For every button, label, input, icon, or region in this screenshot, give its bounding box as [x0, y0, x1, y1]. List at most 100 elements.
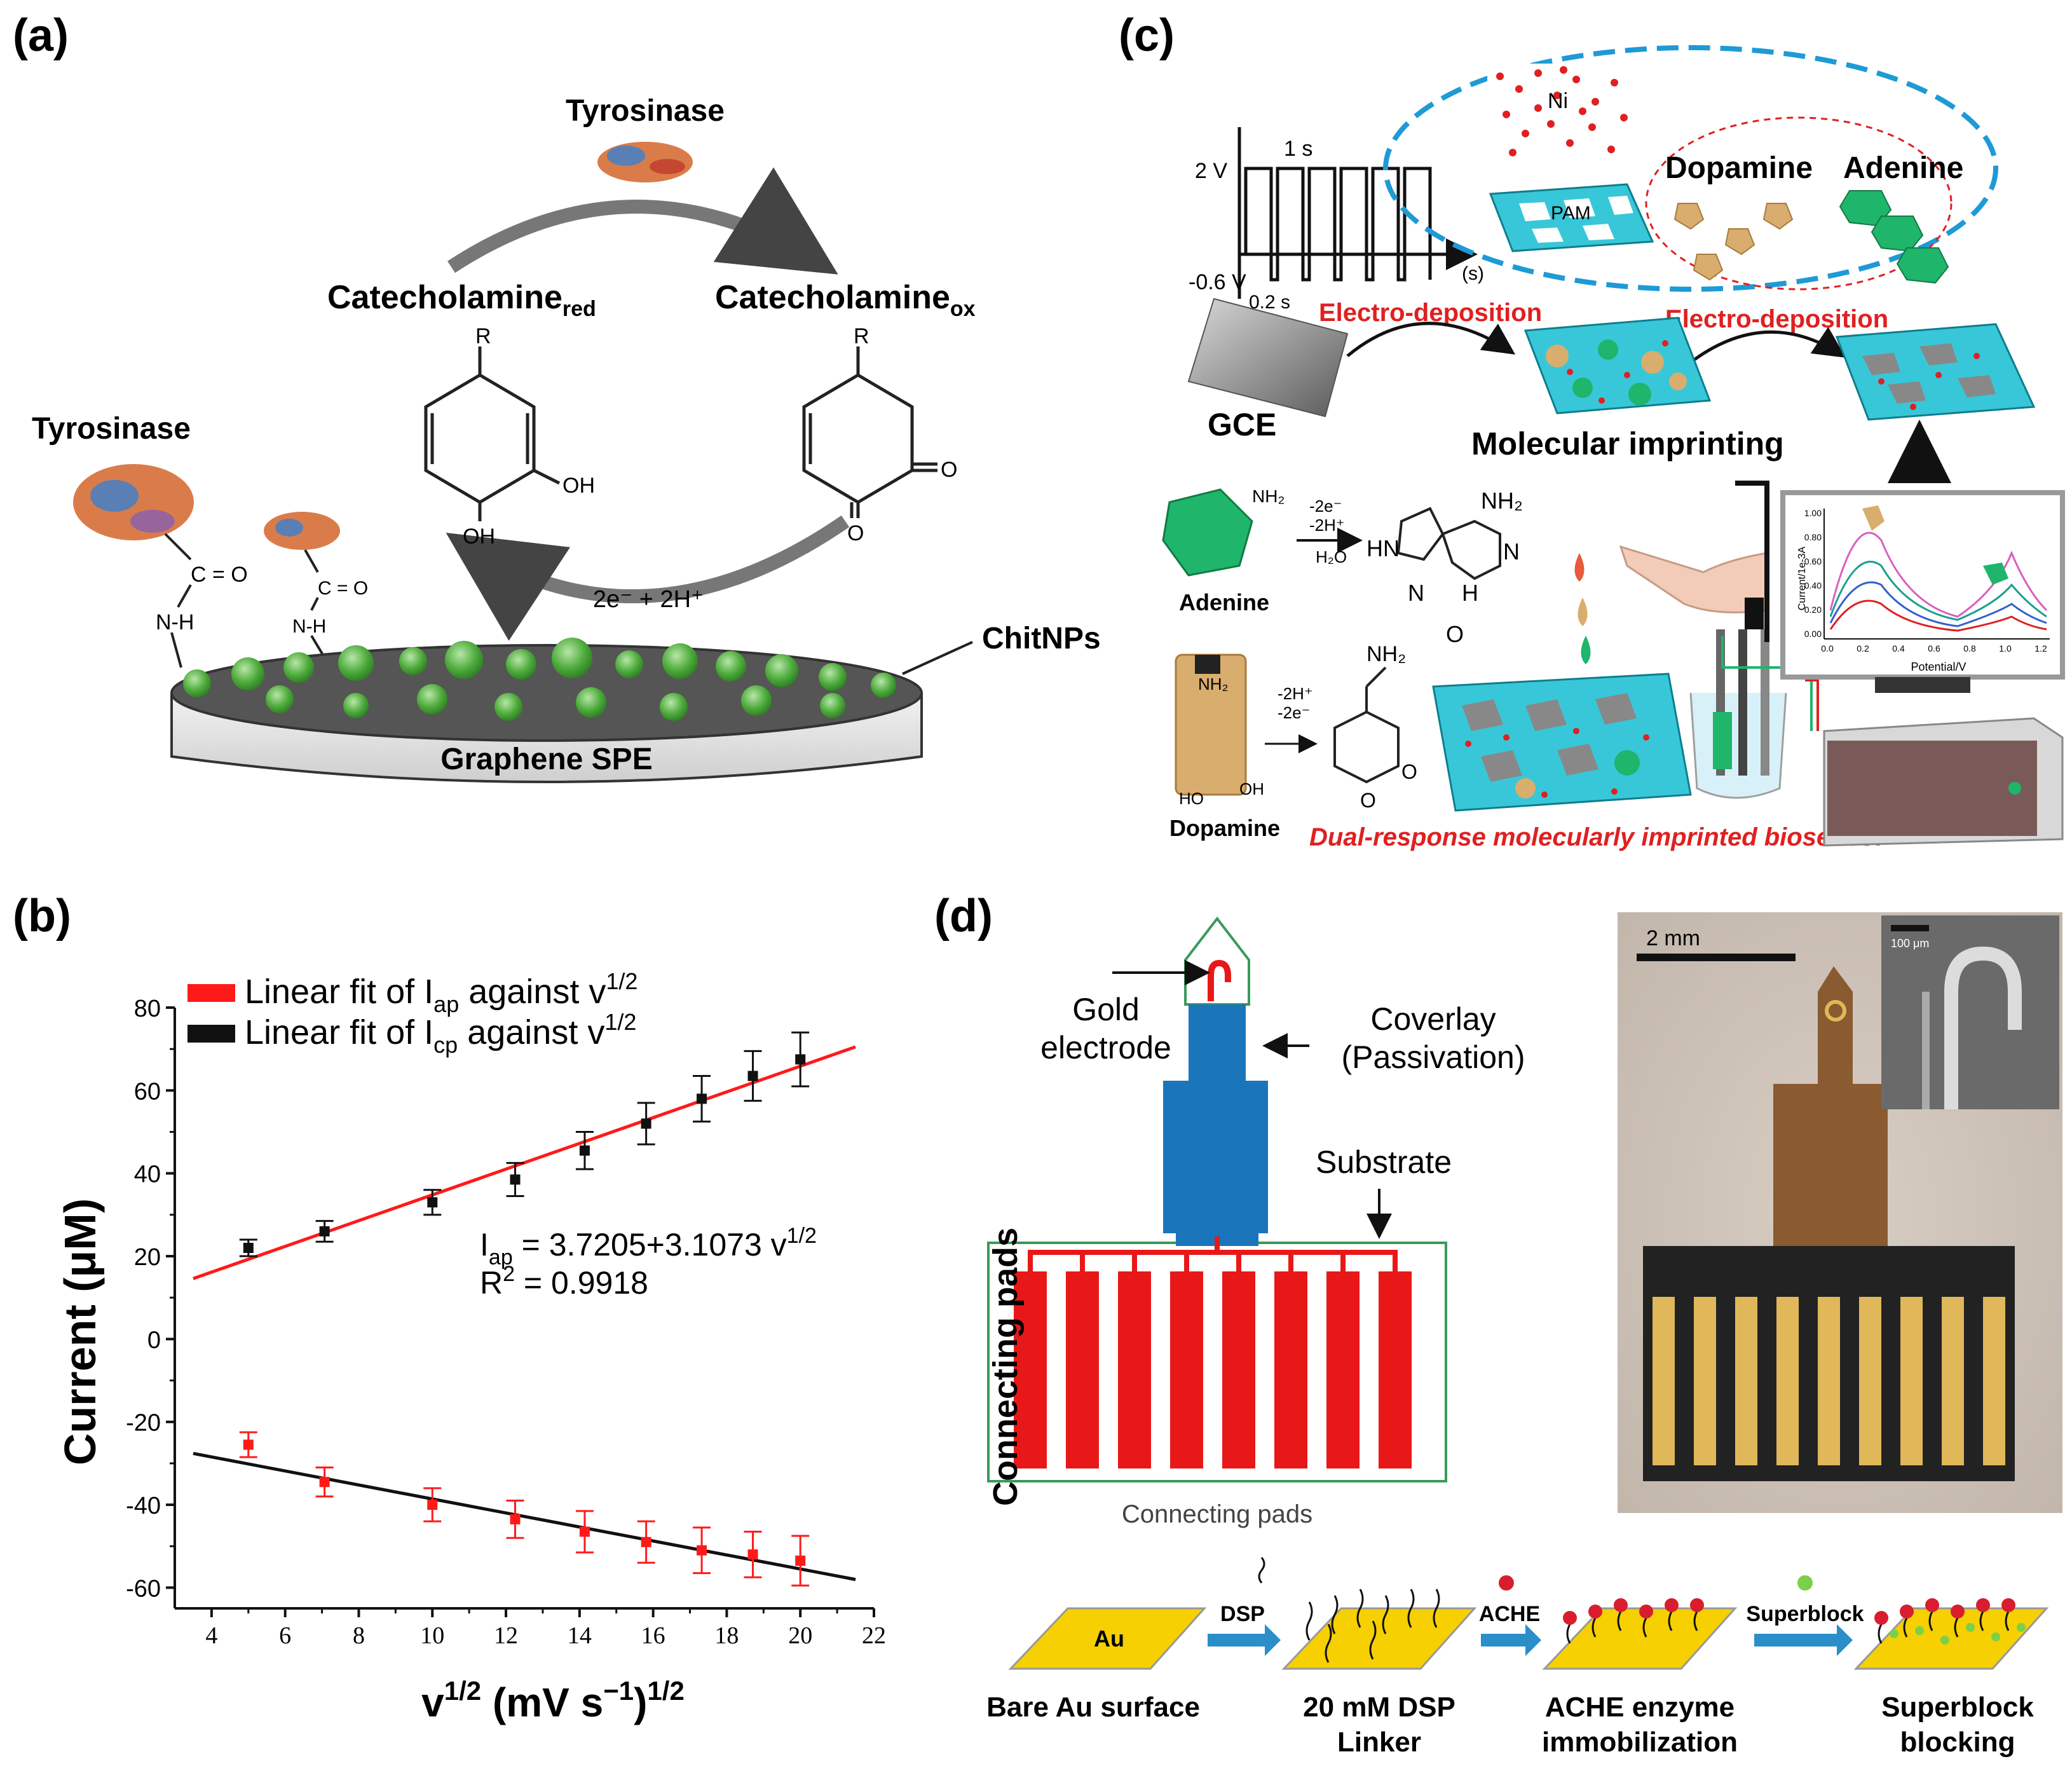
- legend-swatch-ap: [187, 984, 235, 1002]
- x-tick-label: 12: [494, 1622, 518, 1649]
- chitnps-label: ChitNPs: [982, 622, 1101, 655]
- dopamine-molecules: [1673, 203, 1794, 281]
- adenine-reactant: [1162, 488, 1253, 577]
- gce-electrode: [1187, 298, 1349, 418]
- product-hn: HN: [1367, 535, 1400, 561]
- dsp-linkers: [1305, 1589, 1440, 1663]
- graphene-spe-label: Graphene SPE: [440, 743, 652, 776]
- x-tick-label: 6: [279, 1622, 291, 1649]
- dopamine-product-nh2: NH₂: [1367, 642, 1406, 666]
- oh-label-2: OH: [463, 524, 495, 549]
- adenine-molecules: [1839, 190, 1949, 284]
- dopamine-oh: OH: [1239, 779, 1264, 798]
- superblock-layer: [1874, 1598, 2026, 1645]
- adenine-label: Adenine: [1179, 589, 1269, 615]
- cv-trace-blue: [1829, 581, 2047, 627]
- ni-label: Ni: [1548, 89, 1568, 113]
- monitor-x-tick: 0.4: [1892, 643, 1905, 654]
- chitnps-pointer: [902, 641, 973, 675]
- voltage-high: 2 V: [1195, 159, 1227, 183]
- deposition-arrow-1: [1346, 322, 1516, 357]
- data-point-cp: [795, 1556, 806, 1566]
- monitor-x-tick: 1.0: [1999, 643, 2012, 654]
- tyrosinase-small-icon: [264, 512, 340, 550]
- dsp-label: DSP: [1220, 1602, 1265, 1626]
- y-tick-label: 60: [134, 1078, 161, 1105]
- panel-a: (a) Tyrosinase Catecholaminered Catechol…: [13, 10, 1101, 783]
- product-h: H: [1462, 580, 1478, 606]
- panel-b: (b) Linear fit of Iap against v1/2 Linea…: [13, 891, 886, 1725]
- linker-bonds: [164, 533, 332, 669]
- pam-label: PAM: [1551, 203, 1591, 224]
- dopamine-title: Dopamine: [1665, 151, 1813, 185]
- monitor-x-label: Potential/V: [1911, 661, 1966, 673]
- product-o: O: [1446, 621, 1464, 647]
- x-tick-label: 20: [788, 1622, 812, 1649]
- deposition-arrow-2: [1689, 327, 1846, 364]
- cv-trace-pink: [1829, 531, 2048, 618]
- biosensor-film: [1432, 673, 1692, 812]
- data-point-ap: [319, 1226, 330, 1236]
- y-tick-label: -40: [126, 1493, 161, 1519]
- product-n1: N: [1408, 580, 1424, 606]
- bare-au-plate: [1008, 1607, 1207, 1670]
- panel-b-label: (b): [13, 891, 71, 941]
- monitor-y-tick: 0.20: [1804, 605, 1822, 615]
- r-group-left: R: [475, 324, 491, 348]
- dsp-plate: [1281, 1607, 1477, 1670]
- amine-label-2: N-H: [292, 616, 326, 637]
- biosensor-label: Dual-response molecularly imprinted bios…: [1309, 823, 1887, 851]
- time-high: 1 s: [1284, 137, 1312, 161]
- monitor-y-tick: 0.00: [1804, 629, 1822, 639]
- x-tick-label: 16: [641, 1622, 665, 1649]
- r-squared: R2 = 0.9918: [480, 1262, 648, 1301]
- data-point-cp: [319, 1477, 330, 1488]
- tyrosinase-left-icon: [73, 464, 194, 540]
- monitor-x-tick: 0.2: [1857, 643, 1869, 654]
- gold-electrode-trace: [1208, 959, 1231, 1001]
- ni-particles: [1487, 64, 1633, 165]
- x-axis-label: v1/2 (mV s−1)1/2: [421, 1676, 685, 1725]
- oxidation-arc-arrow: [447, 167, 838, 275]
- data-point-ap: [641, 1118, 651, 1129]
- dsp-reagent-icon: [1258, 1557, 1265, 1584]
- dopamine-nh2: NH₂: [1198, 674, 1229, 694]
- catechol-structure: [424, 346, 561, 521]
- data-point-cp: [747, 1549, 758, 1560]
- catecholamine-ox-label: Catecholamineox: [715, 279, 976, 321]
- cv-trace-red: [1829, 599, 2047, 632]
- monitor-x-tick: 0.6: [1928, 643, 1940, 654]
- voltage-low: -0.6 V: [1189, 270, 1246, 294]
- chitnps-particles: [183, 638, 896, 721]
- monitor-y-tick: 0.40: [1804, 580, 1822, 591]
- oxoadenine-product: [1396, 507, 1501, 580]
- monitor-y-label: Current/1e-3A: [1797, 546, 1808, 610]
- legend-text-ap: Linear fit of Iap against v1/2: [245, 968, 637, 1017]
- legend-cp: Linear fit of Icp against v1/2: [187, 1009, 636, 1058]
- sem-inset: [1881, 915, 2059, 1109]
- fit-line-cp: [193, 1451, 856, 1582]
- time-unit: (s): [1462, 263, 1484, 284]
- pulse-waveform: [1237, 127, 1478, 299]
- tyrosinase-top-label: Tyrosinase: [566, 94, 725, 128]
- functionalization-sequence: [1008, 1557, 2049, 1670]
- dopamine-react-1: -2H⁺: [1278, 684, 1313, 703]
- molecular-imprinting-label: Molecular imprinting: [1471, 426, 1784, 462]
- scale-bar-inset: 100 μm: [1891, 937, 1929, 950]
- monitor-x-tick: 0.8: [1963, 643, 1976, 654]
- gce-label: GCE: [1208, 407, 1276, 442]
- dopamine-ho: HO: [1179, 789, 1204, 808]
- carbonyl-label-2: C = O: [318, 578, 368, 599]
- x-tick-label: 10: [420, 1622, 444, 1649]
- superblock-reagent-icon: [1797, 1575, 1813, 1591]
- data-point-ap: [427, 1197, 438, 1208]
- adenine-react-1: -2e⁻: [1309, 496, 1342, 516]
- oh-label-1: OH: [562, 474, 595, 498]
- au-label: Au: [1094, 1626, 1124, 1652]
